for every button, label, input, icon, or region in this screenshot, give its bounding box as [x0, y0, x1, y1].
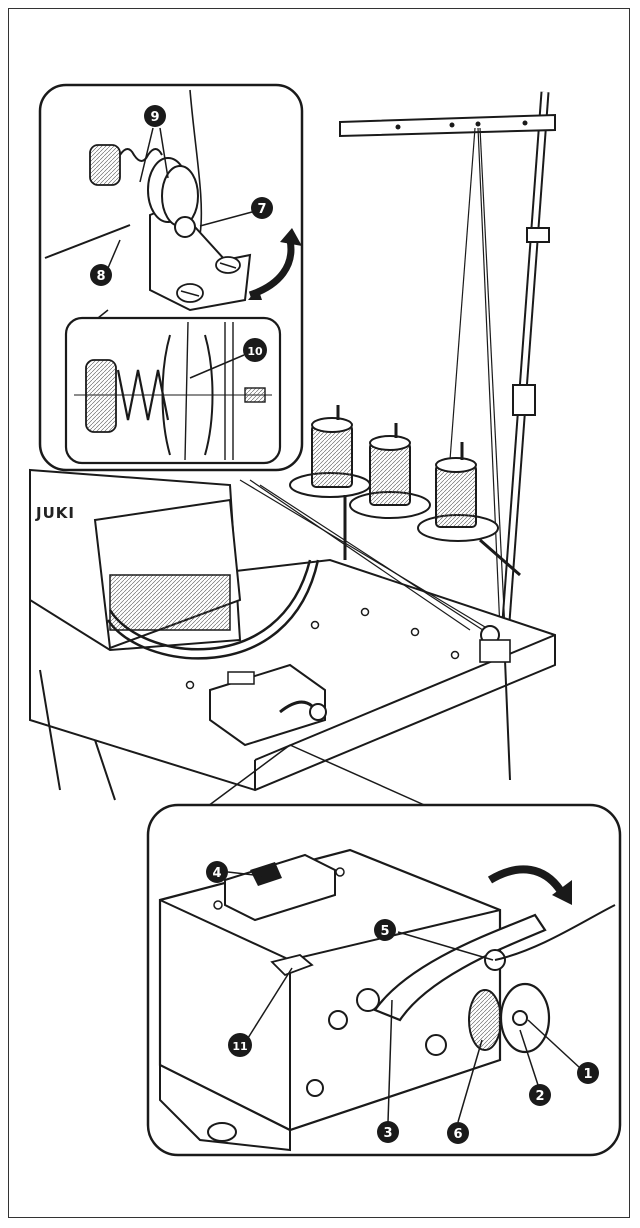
svg-text:6: 6: [453, 1127, 462, 1142]
callout-10: 10: [243, 338, 267, 362]
brand-logo: JUKI: [35, 504, 75, 522]
svg-text:11: 11: [232, 1040, 247, 1053]
callout-7: 7: [251, 197, 273, 219]
callout-4: 4: [206, 861, 228, 883]
svg-text:1: 1: [583, 1067, 592, 1082]
svg-text:3: 3: [383, 1126, 392, 1141]
spool-1: [311, 405, 353, 488]
callout-6: 6: [447, 1122, 469, 1144]
callout-9: 9: [144, 105, 166, 127]
svg-text:7: 7: [257, 202, 266, 217]
machine-table: [29, 468, 556, 813]
callout-2: 2: [529, 1084, 551, 1106]
spool-3: [435, 442, 477, 528]
svg-text:8: 8: [96, 269, 105, 284]
bottom-inset: [146, 803, 622, 1157]
callout-3: 3: [377, 1121, 399, 1143]
svg-text:2: 2: [535, 1089, 544, 1104]
top-inset: [38, 83, 304, 472]
callout-leaders: [107, 127, 581, 1123]
svg-text:10: 10: [247, 345, 263, 358]
svg-text:4: 4: [212, 866, 221, 881]
callout-11: 11: [228, 1033, 252, 1057]
svg-text:9: 9: [150, 110, 159, 125]
svg-text:5: 5: [380, 924, 389, 939]
callout-8: 8: [90, 264, 112, 286]
callout-1: 1: [577, 1062, 599, 1084]
spool-2: [369, 423, 411, 506]
thread-stand: [289, 91, 556, 636]
page-frame: [8, 8, 630, 1218]
callout-5: 5: [374, 919, 396, 941]
